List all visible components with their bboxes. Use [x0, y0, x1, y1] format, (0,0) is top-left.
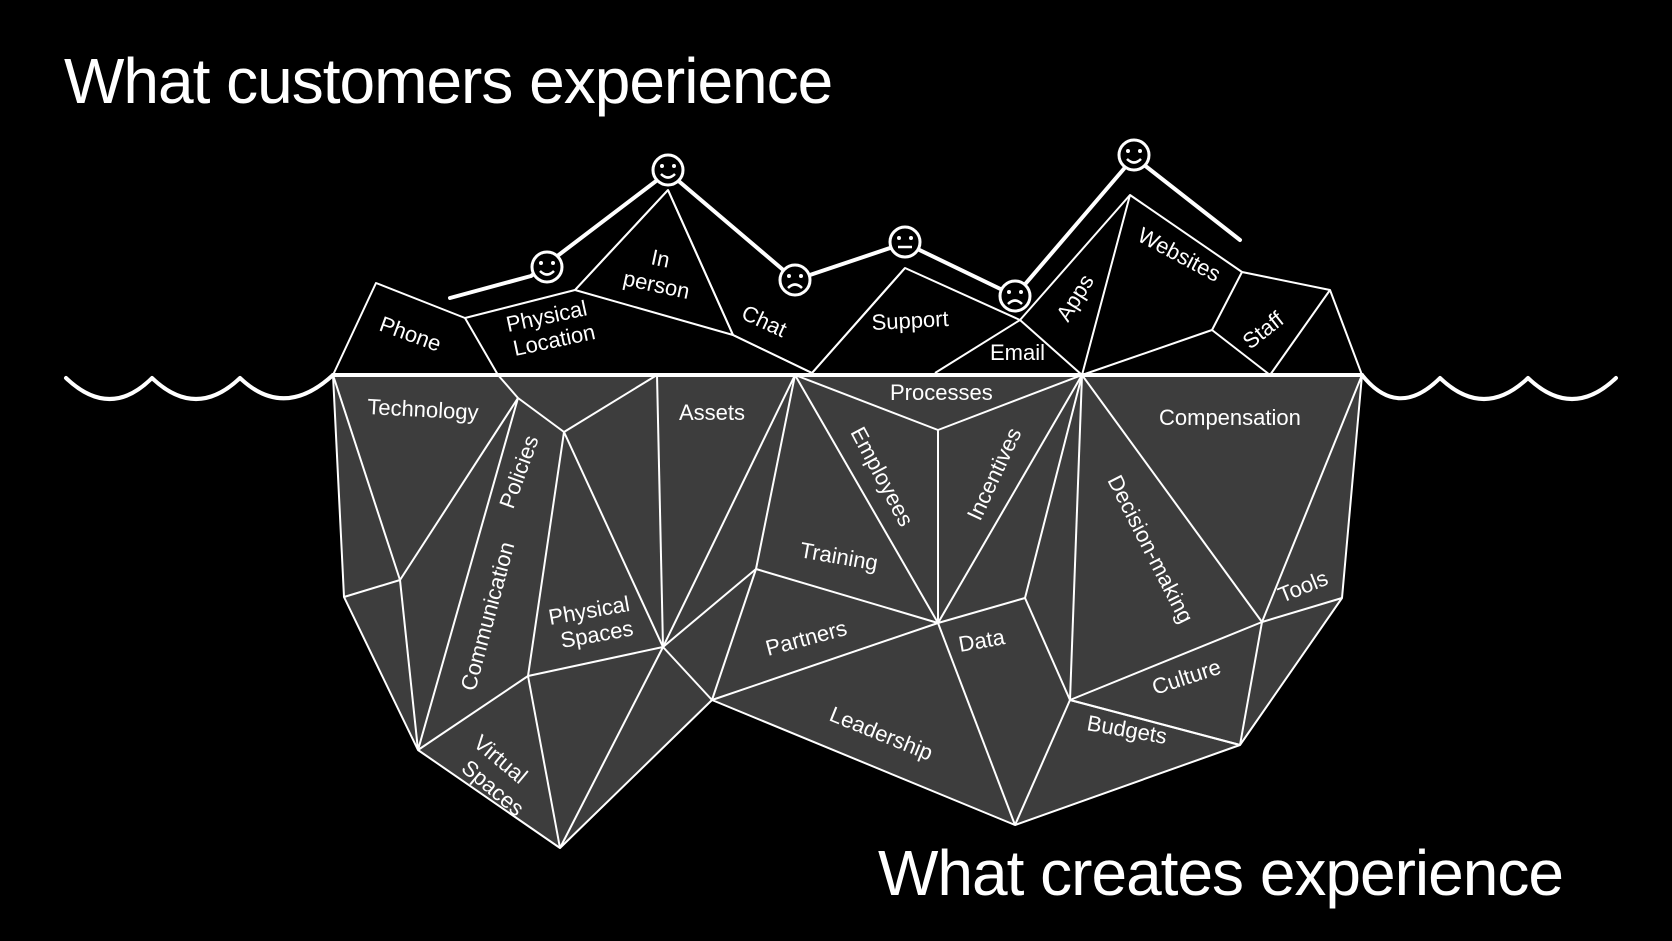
face-sad-2 [998, 279, 1032, 313]
face-neutral [888, 225, 922, 259]
title-customers-experience: What customers experience [64, 45, 833, 117]
label-apps: Apps [1051, 270, 1099, 326]
waterline-left [64, 373, 335, 401]
label-chat: Chat [738, 300, 791, 342]
iceberg-underwater [332, 374, 1363, 849]
tip-facets [464, 189, 1331, 376]
label-websites: Websites [1134, 222, 1225, 286]
label-phone: Phone [376, 311, 444, 356]
underwater-facets [332, 374, 1363, 849]
label-support: Support [871, 306, 949, 335]
label-technology: Technology [367, 394, 479, 425]
waterline-right [1360, 373, 1618, 401]
label-email: Email [990, 340, 1045, 365]
face-happy-2 [651, 153, 685, 187]
label-staff: Staff [1238, 306, 1289, 354]
label-in-person-1: In [649, 244, 672, 272]
title-creates-experience: What creates experience [878, 837, 1564, 909]
label-processes: Processes [890, 380, 993, 405]
label-in-person-2: person [621, 265, 692, 303]
face-sad-1 [778, 263, 812, 297]
label-assets: Assets [679, 400, 745, 425]
face-happy-1 [530, 250, 564, 284]
label-compensation: Compensation [1159, 405, 1301, 430]
face-happy-3 [1117, 138, 1151, 172]
